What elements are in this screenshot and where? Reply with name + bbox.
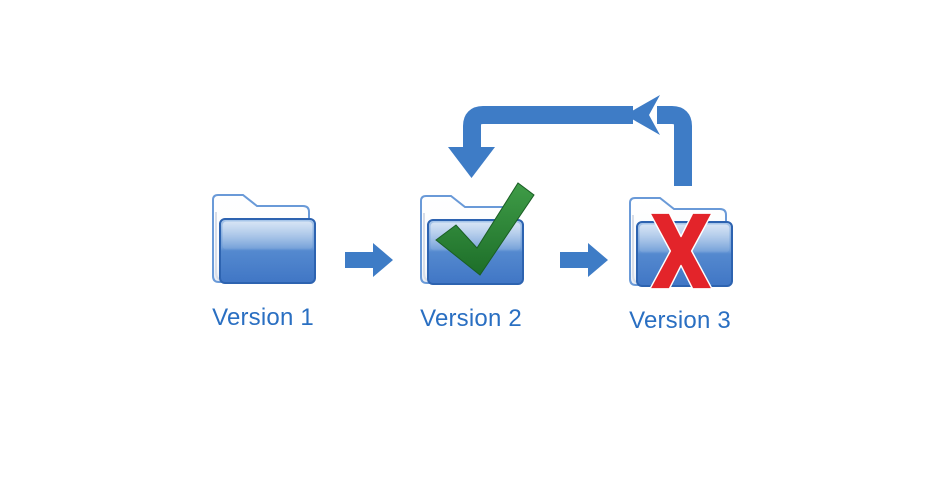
loop-arrow-right-segment (657, 106, 692, 186)
version-2-node: Version 2 (418, 182, 535, 332)
loop-arrow-down-arrowhead-icon (448, 147, 495, 178)
version-3-label: Version 3 (629, 307, 731, 334)
version-1-node: Version 1 (210, 190, 316, 331)
check-icon (435, 182, 535, 276)
folder-icon (212, 194, 316, 284)
right-arrow-shape (345, 243, 393, 277)
x-icon (649, 212, 713, 290)
right-arrow-shape (560, 243, 608, 277)
x-shape (649, 212, 713, 290)
arrow-v1-to-v2-icon (345, 243, 393, 277)
loop-arrow-mid-arrowhead-icon (625, 95, 660, 135)
loop-arrow-left-segment (463, 106, 633, 150)
version-1-label: Version 1 (212, 304, 314, 331)
version-2-label: Version 2 (420, 305, 522, 332)
arrow-v2-to-v3-icon (560, 243, 608, 277)
version-3-node: Version 3 (627, 193, 733, 334)
